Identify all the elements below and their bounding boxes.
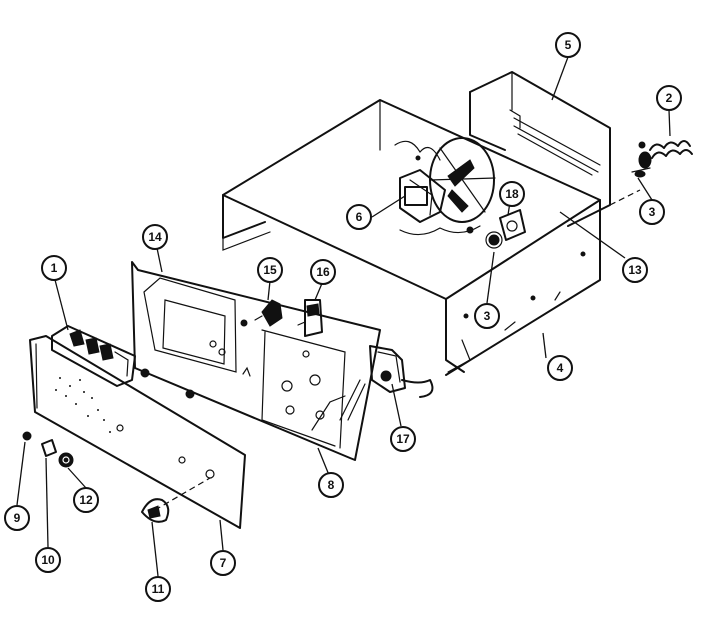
spring-part-2 <box>631 140 693 178</box>
callout-12: 12 <box>73 487 99 513</box>
callout-3a: 3 <box>639 199 665 225</box>
callout-15: 15 <box>257 257 283 283</box>
svg-text:6: 6 <box>356 210 363 224</box>
svg-text:8: 8 <box>328 478 335 492</box>
callout-2: 2 <box>656 85 682 111</box>
fan-assembly <box>394 137 496 236</box>
callout-6: 6 <box>346 204 372 230</box>
svg-text:10: 10 <box>41 553 55 567</box>
svg-text:17: 17 <box>396 432 410 446</box>
svg-text:12: 12 <box>79 493 93 507</box>
callout-4: 4 <box>547 355 573 381</box>
svg-text:15: 15 <box>263 263 277 277</box>
callout-14: 14 <box>142 224 168 250</box>
svg-text:3: 3 <box>649 205 656 219</box>
callout-5: 5 <box>555 32 581 58</box>
svg-text:2: 2 <box>666 91 673 105</box>
callout-8: 8 <box>318 472 344 498</box>
component-15 <box>254 299 283 327</box>
knob-11 <box>141 498 170 523</box>
callout-16: 16 <box>310 259 336 285</box>
callout-9: 9 <box>4 505 30 531</box>
svg-text:4: 4 <box>557 361 564 375</box>
control-board <box>51 325 136 387</box>
callout-11: 11 <box>145 576 171 602</box>
callout-1: 1 <box>41 255 67 281</box>
svg-text:1: 1 <box>51 261 58 275</box>
inner-panel <box>131 261 381 461</box>
svg-text:14: 14 <box>148 230 162 244</box>
svg-text:18: 18 <box>505 187 519 201</box>
callout-7: 7 <box>210 550 236 576</box>
bracket-18 <box>485 209 526 249</box>
svg-text:3: 3 <box>484 309 491 323</box>
callout-13: 13 <box>622 257 648 283</box>
rear-housing <box>469 71 611 227</box>
svg-text:13: 13 <box>628 263 642 277</box>
switch-17 <box>339 345 434 421</box>
svg-text:9: 9 <box>14 511 21 525</box>
callout-10: 10 <box>35 547 61 573</box>
front-control-panel <box>29 335 246 529</box>
svg-text:5: 5 <box>565 38 572 52</box>
callouts: 1 2 3 3 4 5 6 7 8 9 10 11 12 13 14 15 16… <box>4 32 682 602</box>
callout-18: 18 <box>499 181 525 207</box>
callout-3b: 3 <box>474 303 500 329</box>
svg-text:11: 11 <box>152 582 165 596</box>
panel-graphics <box>55 377 111 433</box>
callout-17: 17 <box>390 426 416 452</box>
leader-lines <box>16 56 671 577</box>
small-parts <box>22 431 74 468</box>
svg-text:7: 7 <box>220 556 227 570</box>
component-16 <box>297 299 323 337</box>
alignment-line <box>609 189 641 206</box>
cabinet-box <box>222 99 601 376</box>
svg-text:16: 16 <box>316 265 330 279</box>
